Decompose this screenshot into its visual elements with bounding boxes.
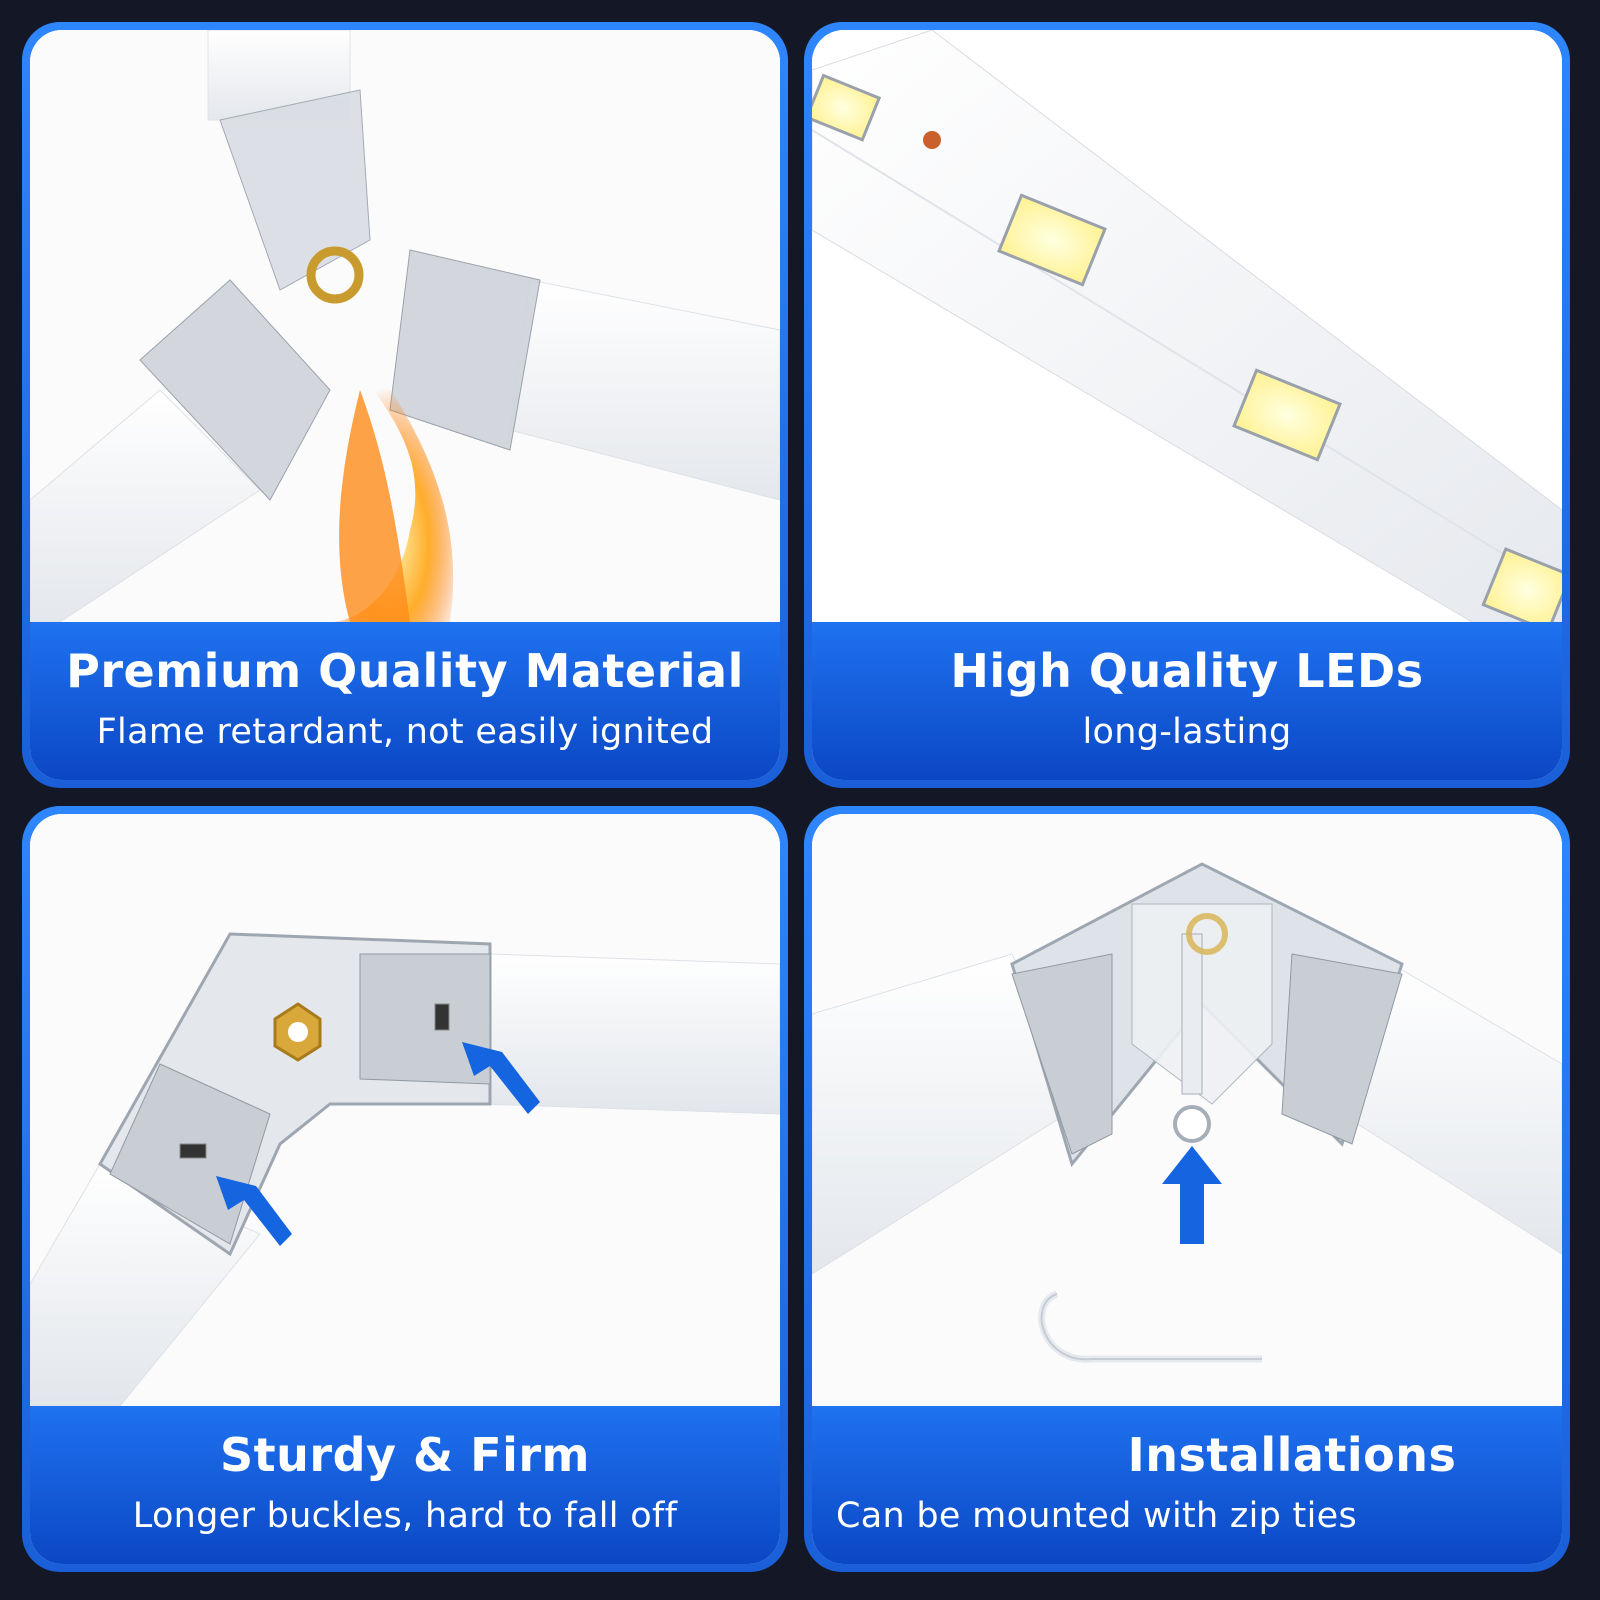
corner-connector-image (30, 814, 780, 1406)
feature-title: Installations (1127, 1428, 1457, 1482)
feature-panel-material: Premium Quality Material Flame retardant… (22, 22, 788, 788)
feature-panel-leds: High Quality LEDs long-lasting (804, 22, 1570, 788)
led-strip-image (812, 30, 1562, 622)
feature-subtitle: Longer buckles, hard to fall off (132, 1496, 678, 1536)
caption-bar: High Quality LEDs long-lasting (812, 622, 1562, 780)
caption-bar: Sturdy & Firm Longer buckles, hard to fa… (30, 1406, 780, 1564)
caption-bar: Premium Quality Material Flame retardant… (30, 622, 780, 780)
feature-title: Sturdy & Firm (220, 1428, 590, 1482)
feature-subtitle: long-lasting (1082, 712, 1292, 752)
feature-title: Premium Quality Material (66, 644, 744, 698)
feature-title: High Quality LEDs (950, 644, 1424, 698)
connector-flame-image (30, 30, 780, 622)
feature-panel-installations: Installations Can be mounted with zip ti… (804, 806, 1570, 1572)
feature-panel-sturdy: Sturdy & Firm Longer buckles, hard to fa… (22, 806, 788, 1572)
caption-bar: Installations Can be mounted with zip ti… (812, 1406, 1562, 1564)
feature-subtitle: Flame retardant, not easily ignited (96, 712, 714, 752)
feature-subtitle: Can be mounted with zip ties (836, 1496, 1357, 1536)
zip-tie-image (812, 814, 1562, 1406)
